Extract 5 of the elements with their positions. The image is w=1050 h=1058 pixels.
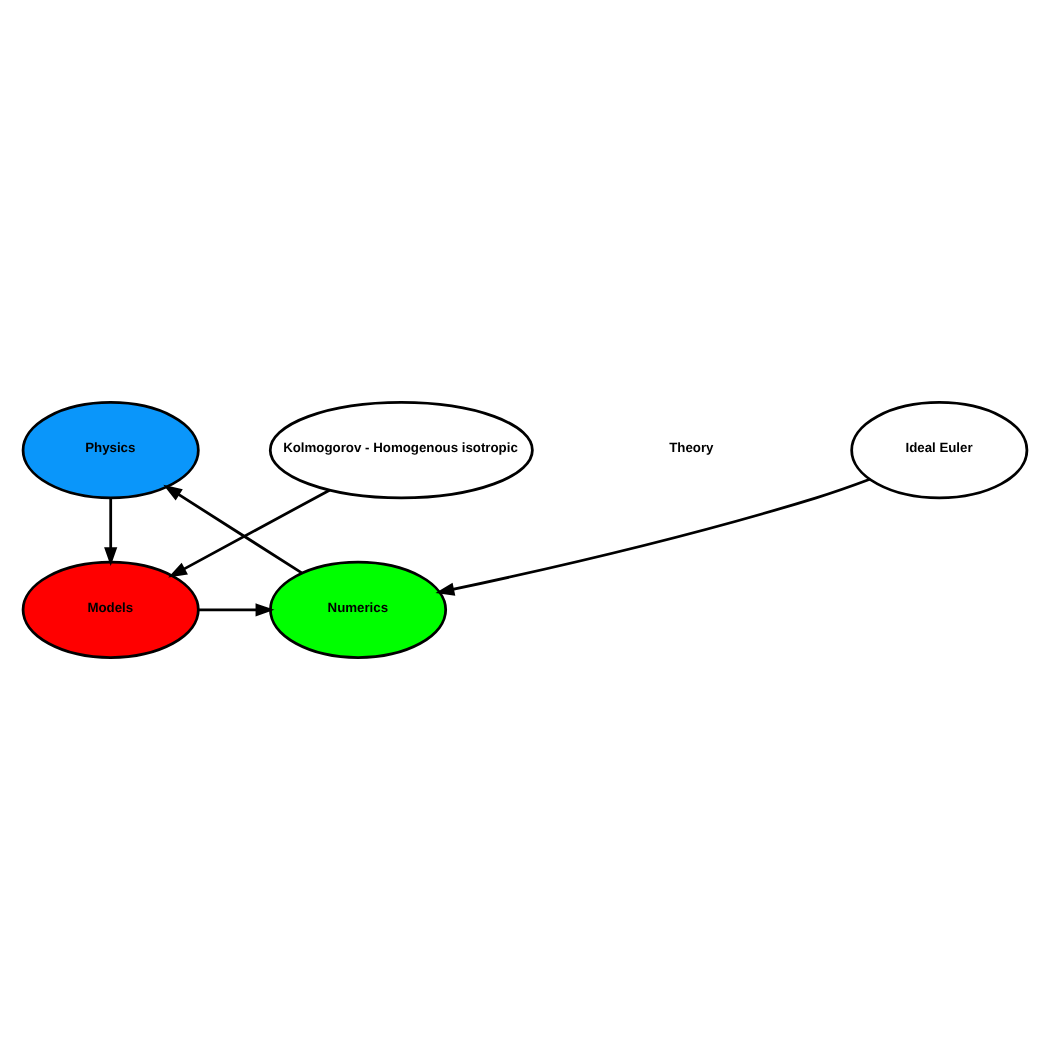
arrow <box>104 497 118 566</box>
arrow <box>435 476 871 595</box>
arrow <box>163 483 303 574</box>
arrow <box>198 602 275 616</box>
arrow <box>168 487 331 577</box>
